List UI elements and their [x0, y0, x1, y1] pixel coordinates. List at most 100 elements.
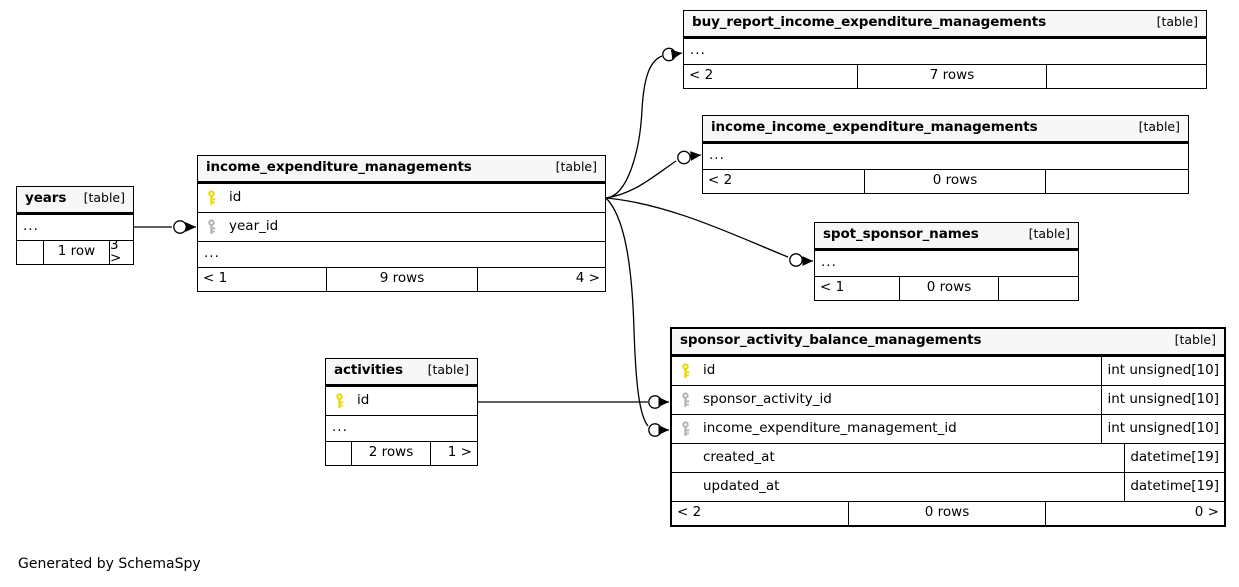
table-header-income_income_expenditure_managements: income_income_expenditure_managements [ta…	[703, 116, 1188, 143]
no-key-spacer	[678, 479, 693, 495]
column-type: int unsigned[10]	[1101, 414, 1224, 443]
parent-tables-count[interactable]: < 1	[203, 270, 228, 287]
column-type: datetime[19]	[1124, 472, 1224, 501]
more-columns-ellipsis: ...	[703, 142, 1188, 169]
parent-tables-count[interactable]	[326, 442, 351, 465]
generated-by-caption: Generated by SchemaSpy	[18, 556, 201, 572]
row-count: 1 row	[43, 240, 110, 264]
column-label: year_id	[229, 218, 279, 234]
parent-tables-count[interactable]: < 2	[689, 67, 714, 84]
table-node-spot_sponsor_names[interactable]: spot_sponsor_names [table]... < 1 0 rows	[814, 222, 1079, 301]
table-row[interactable]: id int unsigned[10]	[672, 355, 1224, 385]
table-node-activities[interactable]: activities[table] id...2 rows 1 >	[325, 358, 478, 466]
table-name[interactable]: income_expenditure_managements	[206, 159, 472, 175]
column-label: updated_at	[703, 478, 780, 494]
table-name[interactable]: years	[25, 190, 67, 206]
row-count: 0 rows	[848, 501, 1046, 525]
primary-key-icon	[678, 362, 693, 379]
table-kind-label: [table]	[83, 190, 125, 205]
table-node-income_expenditure_managements[interactable]: income_expenditure_managements [table] id y…	[197, 155, 606, 292]
table-name[interactable]: income_income_expenditure_managements	[711, 119, 1038, 135]
table-row[interactable]: updated_at datetime[19]	[672, 471, 1224, 501]
row-count: 2 rows	[351, 441, 431, 465]
column-label: id	[357, 392, 370, 408]
table-kind-label: [table]	[1138, 119, 1180, 134]
table-footer-activities: 2 rows 1 >	[326, 440, 477, 465]
table-header-activities: activities[table]	[326, 359, 477, 386]
column-label: income_expenditure_management_id	[703, 420, 957, 436]
foreign-key-icon	[204, 218, 219, 235]
child-tables-count[interactable]	[1047, 65, 1206, 88]
column-label: id	[229, 189, 242, 205]
table-header-income_expenditure_managements: income_expenditure_managements [table]	[198, 156, 605, 183]
foreign-key-icon	[678, 420, 693, 437]
child-tables-count[interactable]: 4 >	[575, 270, 600, 287]
table-kind-label: [table]	[1028, 226, 1070, 241]
edge-activities-to-sponsor-balance	[478, 395, 669, 409]
column-name-cell: year_id	[198, 218, 605, 235]
edge-years-to-income-expenditure	[134, 220, 196, 234]
table-row[interactable]: income_expenditure_management_id int unsi…	[672, 413, 1224, 443]
child-tables-count[interactable]: 0 >	[1194, 504, 1219, 521]
edge-income-to-sponsor-balance	[605, 197, 669, 437]
column-name-cell: id	[198, 189, 605, 206]
table-header-spot_sponsor_names: spot_sponsor_names [table]	[815, 223, 1078, 250]
row-count: 7 rows	[857, 64, 1047, 88]
edge-income-to-buy-report	[605, 47, 683, 199]
more-columns-ellipsis: ...	[326, 414, 477, 441]
table-name[interactable]: activities	[334, 362, 403, 378]
column-name-cell: sponsor_activity_id	[672, 391, 1101, 408]
column-name-cell: id	[326, 392, 477, 409]
table-row[interactable]: created_at datetime[19]	[672, 442, 1224, 472]
more-columns-ellipsis: ...	[17, 213, 133, 240]
column-type: datetime[19]	[1124, 443, 1224, 472]
parent-tables-count[interactable]: < 2	[708, 172, 733, 189]
parent-tables-count[interactable]	[17, 241, 43, 264]
table-footer-buy_report_income_expenditure_managements: < 2 7 rows	[684, 63, 1206, 88]
table-name[interactable]: buy_report_income_expenditure_management…	[692, 14, 1047, 30]
parent-tables-count[interactable]: < 2	[677, 504, 702, 521]
table-row[interactable]: id	[198, 182, 605, 212]
more-columns-ellipsis: ...	[198, 240, 605, 267]
table-footer-spot_sponsor_names: < 1 0 rows	[815, 275, 1078, 300]
table-header-buy_report_income_expenditure_managements: buy_report_income_expenditure_management…	[684, 11, 1206, 38]
column-label: sponsor_activity_id	[703, 391, 832, 407]
more-columns-ellipsis: ...	[815, 249, 1078, 276]
table-header-sponsor_activity_balance_managements: sponsor_activity_balance_managements [tab…	[672, 329, 1224, 356]
parent-tables-count[interactable]: < 1	[820, 279, 845, 296]
column-name-cell: updated_at	[672, 479, 1124, 495]
child-tables-count[interactable]	[1046, 170, 1188, 193]
column-type: int unsigned[10]	[1101, 356, 1224, 385]
table-name[interactable]: spot_sponsor_names	[823, 226, 979, 242]
table-name[interactable]: sponsor_activity_balance_managements	[680, 332, 982, 348]
table-row[interactable]: sponsor_activity_id int unsigned[10]	[672, 384, 1224, 414]
column-name-cell: id	[672, 362, 1101, 379]
column-type: int unsigned[10]	[1101, 385, 1224, 414]
child-tables-count[interactable]: 1 >	[447, 444, 472, 461]
table-row[interactable]: year_id	[198, 211, 605, 241]
table-node-income_income_expenditure_managements[interactable]: income_income_expenditure_managements [ta…	[702, 115, 1189, 194]
more-columns-ellipsis: ...	[684, 37, 1206, 64]
table-row[interactable]: id	[326, 385, 477, 415]
primary-key-icon	[332, 392, 347, 409]
table-kind-label: [table]	[1174, 332, 1216, 347]
column-label: id	[703, 362, 716, 378]
edge-income-to-income-income	[605, 150, 702, 199]
table-footer-income_income_expenditure_managements: < 2 0 rows	[703, 168, 1188, 193]
table-kind-label: [table]	[555, 159, 597, 174]
foreign-key-icon	[678, 391, 693, 408]
primary-key-icon	[204, 189, 219, 206]
row-count: 0 rows	[864, 169, 1046, 193]
table-node-buy_report_income_expenditure_managements[interactable]: buy_report_income_expenditure_management…	[683, 10, 1207, 89]
table-footer-sponsor_activity_balance_managements: < 2 0 rows 0 >	[672, 500, 1224, 525]
child-tables-count[interactable]: 3 >	[110, 240, 122, 264]
table-kind-label: [table]	[1156, 14, 1198, 29]
column-name-cell: created_at	[672, 450, 1124, 466]
column-label: created_at	[703, 449, 775, 465]
row-count: 0 rows	[899, 276, 999, 300]
table-node-sponsor_activity_balance_managements[interactable]: sponsor_activity_balance_managements [tab…	[670, 327, 1226, 527]
child-tables-count[interactable]	[999, 277, 1078, 300]
